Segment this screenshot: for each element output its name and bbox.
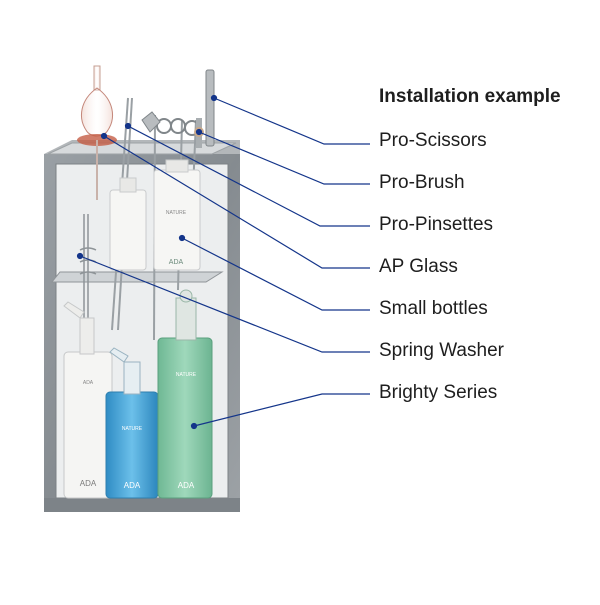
label-brighty-series: Brighty Series — [379, 382, 498, 403]
middle-shelf — [50, 271, 224, 283]
white-bottle-logo: ADA — [80, 479, 97, 488]
blue-bottle-logo: ADA — [124, 481, 141, 490]
small-bottles: NATURE ADA — [109, 159, 201, 271]
label-small-bottles: Small bottles — [379, 298, 488, 319]
leader-lines — [76, 94, 370, 430]
label-pro-pinsettes: Pro-Pinsettes — [379, 214, 494, 235]
green-bottle-brand: NATURE — [176, 372, 197, 378]
small-bottle-logo: ADA — [169, 259, 184, 266]
leader-line-small-bottles — [181, 237, 370, 311]
installation-title: Installation example — [379, 86, 561, 107]
green-bottle-logo: ADA — [178, 481, 195, 490]
small-bottle-brand: NATURE — [166, 210, 187, 216]
leader-line-pro-scissors — [213, 97, 370, 145]
white-bottle-brand: ADA — [83, 380, 94, 386]
label-pro-scissors: Pro-Scissors — [379, 130, 487, 151]
label-spring-washer: Spring Washer — [379, 340, 504, 361]
ap-glass — [77, 65, 117, 200]
leader-line-pro-brush — [198, 131, 370, 185]
brighty-series: ADA ADA NATURE ADA NATURE ADA — [63, 289, 213, 499]
leader-line-spring-washer — [79, 255, 370, 353]
label-pro-brush: Pro-Brush — [379, 172, 465, 193]
leader-line-ap-glass — [103, 135, 370, 269]
pro-scissors — [141, 69, 215, 147]
label-ap-glass: AP Glass — [379, 256, 458, 277]
leader-line-brighty-series — [193, 393, 370, 427]
leader-line-pro-pinsettes — [127, 125, 370, 227]
blue-bottle-brand: NATURE — [122, 426, 143, 432]
